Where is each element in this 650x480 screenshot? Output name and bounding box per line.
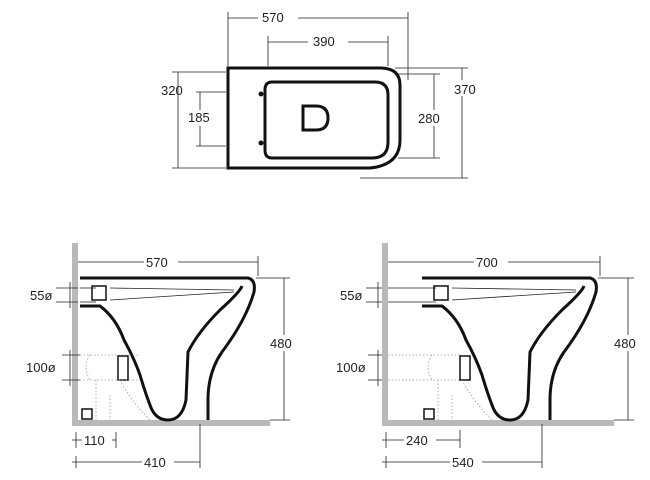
side2-outlet-label: 100ø <box>336 360 366 375</box>
top-height-bowl-label: 280 <box>418 111 440 126</box>
side-view-1: 570 480 55ø 100ø 110 410 <box>26 243 300 470</box>
top-height-fix-label: 185 <box>188 110 210 125</box>
top-height-total-label: 370 <box>454 82 476 97</box>
side2-offset-large-label: 540 <box>452 455 474 470</box>
side1-offset-large-label: 410 <box>144 455 166 470</box>
side1-offset-small-label: 110 <box>84 433 105 448</box>
side2-offset-small-label: 240 <box>406 433 428 448</box>
side2-width-total-label: 700 <box>476 255 498 270</box>
side1-inlet-label: 55ø <box>30 288 52 303</box>
side1-outlet-label: 100ø <box>26 360 56 375</box>
top-width-bowl-label: 390 <box>313 34 335 49</box>
side2-height-label: 480 <box>614 336 636 351</box>
side-view-2: 700 480 55ø 100ø 240 540 <box>336 243 644 470</box>
side1-height-label: 480 <box>270 336 292 351</box>
top-height-seat-label: 320 <box>161 83 183 98</box>
side1-width-total-label: 570 <box>146 255 168 270</box>
top-view: 570 390 320 185 280 370 <box>161 9 484 179</box>
top-width-total-label: 570 <box>262 10 284 25</box>
side2-inlet-label: 55ø <box>340 288 362 303</box>
